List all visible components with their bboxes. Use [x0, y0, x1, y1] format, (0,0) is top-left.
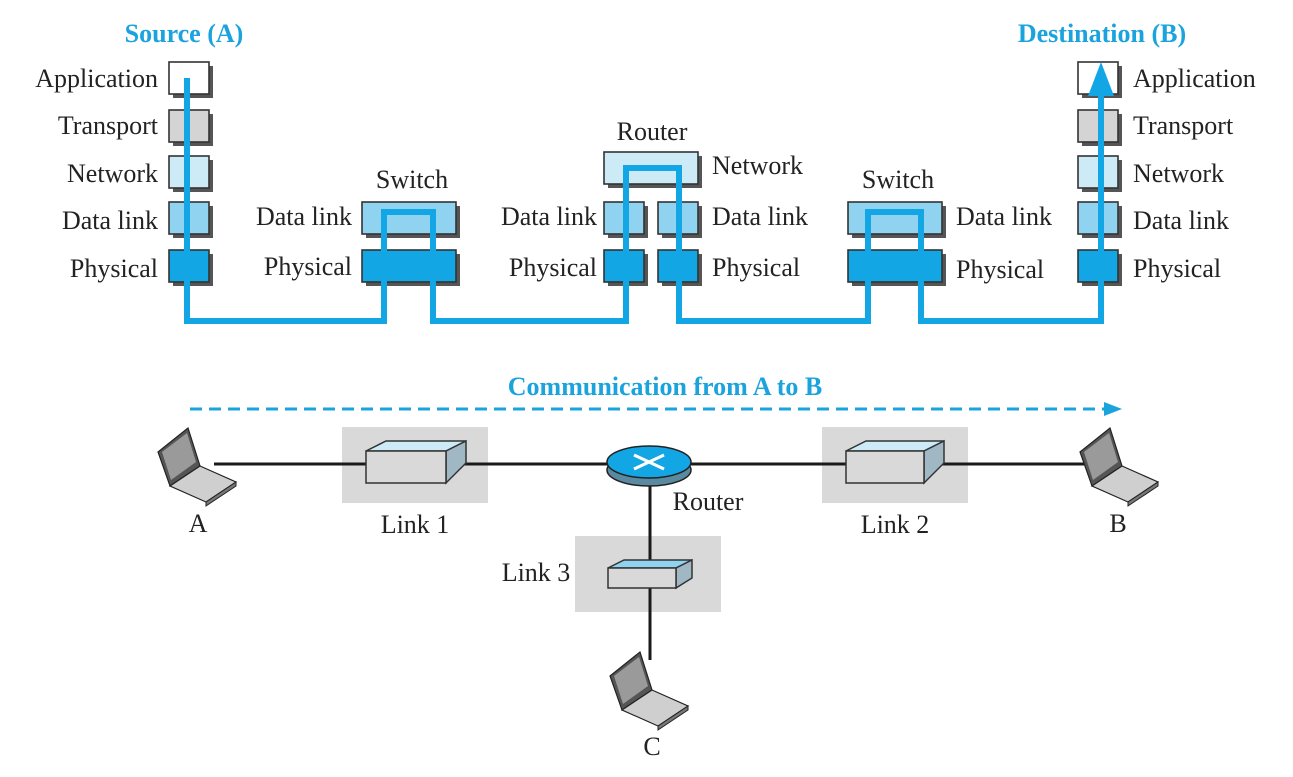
- link1-label: Link 1: [381, 510, 450, 539]
- link2-label: Link 2: [861, 510, 930, 539]
- switch2-physical-box: [847, 249, 943, 283]
- source-title: Source (A): [125, 19, 244, 48]
- destination-network-label: Network: [1133, 159, 1224, 188]
- source-datalink-label: Data link: [62, 206, 158, 235]
- switch1-stack: Switch Data link Physical: [256, 165, 460, 286]
- router-stack: Router Network Data link Physical Data l…: [501, 117, 808, 286]
- switch2-datalink-box: [847, 201, 943, 235]
- switch2-stack: Switch Data link Physical: [847, 165, 1052, 286]
- switch2-physical-label: Physical: [956, 255, 1044, 284]
- router-label: Router: [673, 487, 744, 516]
- switch1-datalink-label: Data link: [256, 202, 352, 231]
- switch1-datalink-box: [361, 201, 457, 235]
- router-left-datalink-label: Data link: [501, 202, 597, 231]
- destination-title: Destination (B): [1018, 19, 1186, 48]
- link3-label: Link 3: [502, 558, 571, 587]
- data-path-line: [184, 78, 1104, 324]
- destination-stack: Destination (B) Application Transport Ne…: [1018, 19, 1256, 286]
- source-application-label: Application: [35, 64, 158, 93]
- source-transport-label: Transport: [58, 111, 159, 140]
- switch2-datalink-label: Data link: [956, 202, 1052, 231]
- destination-datalink-label: Data link: [1133, 206, 1229, 235]
- switch1-physical-label: Physical: [264, 252, 352, 281]
- switch3-icon: [607, 558, 693, 590]
- switch2-icon: [845, 439, 945, 485]
- switch1-physical-box: [361, 249, 457, 283]
- source-stack: Source (A) Application Transport Network…: [35, 19, 243, 286]
- switch2-title: Switch: [862, 165, 934, 194]
- destination-transport-label: Transport: [1133, 111, 1234, 140]
- host-b-label: B: [1109, 509, 1126, 538]
- destination-physical-label: Physical: [1133, 254, 1221, 283]
- data-path-arrowhead: [1088, 62, 1114, 96]
- router-icon: [606, 445, 692, 487]
- destination-application-label: Application: [1133, 64, 1256, 93]
- host-a-label: A: [189, 509, 208, 538]
- source-network-label: Network: [67, 159, 158, 188]
- router-title: Router: [617, 117, 688, 146]
- router-right-datalink-label: Data link: [712, 202, 808, 231]
- communication-arrowhead-icon: [1104, 402, 1122, 416]
- host-c-label: C: [643, 732, 660, 761]
- switch1-icon: [365, 439, 467, 485]
- router-right-physical-label: Physical: [712, 253, 800, 282]
- router-left-physical-label: Physical: [509, 253, 597, 282]
- laptop-b-icon: [1079, 426, 1160, 507]
- laptop-c-icon: [609, 650, 690, 731]
- switch1-title: Switch: [376, 165, 448, 194]
- laptop-a-icon: [157, 426, 238, 507]
- router-network-label: Network: [712, 151, 803, 180]
- source-physical-label: Physical: [70, 254, 158, 283]
- communication-label: Communication from A to B: [508, 372, 822, 401]
